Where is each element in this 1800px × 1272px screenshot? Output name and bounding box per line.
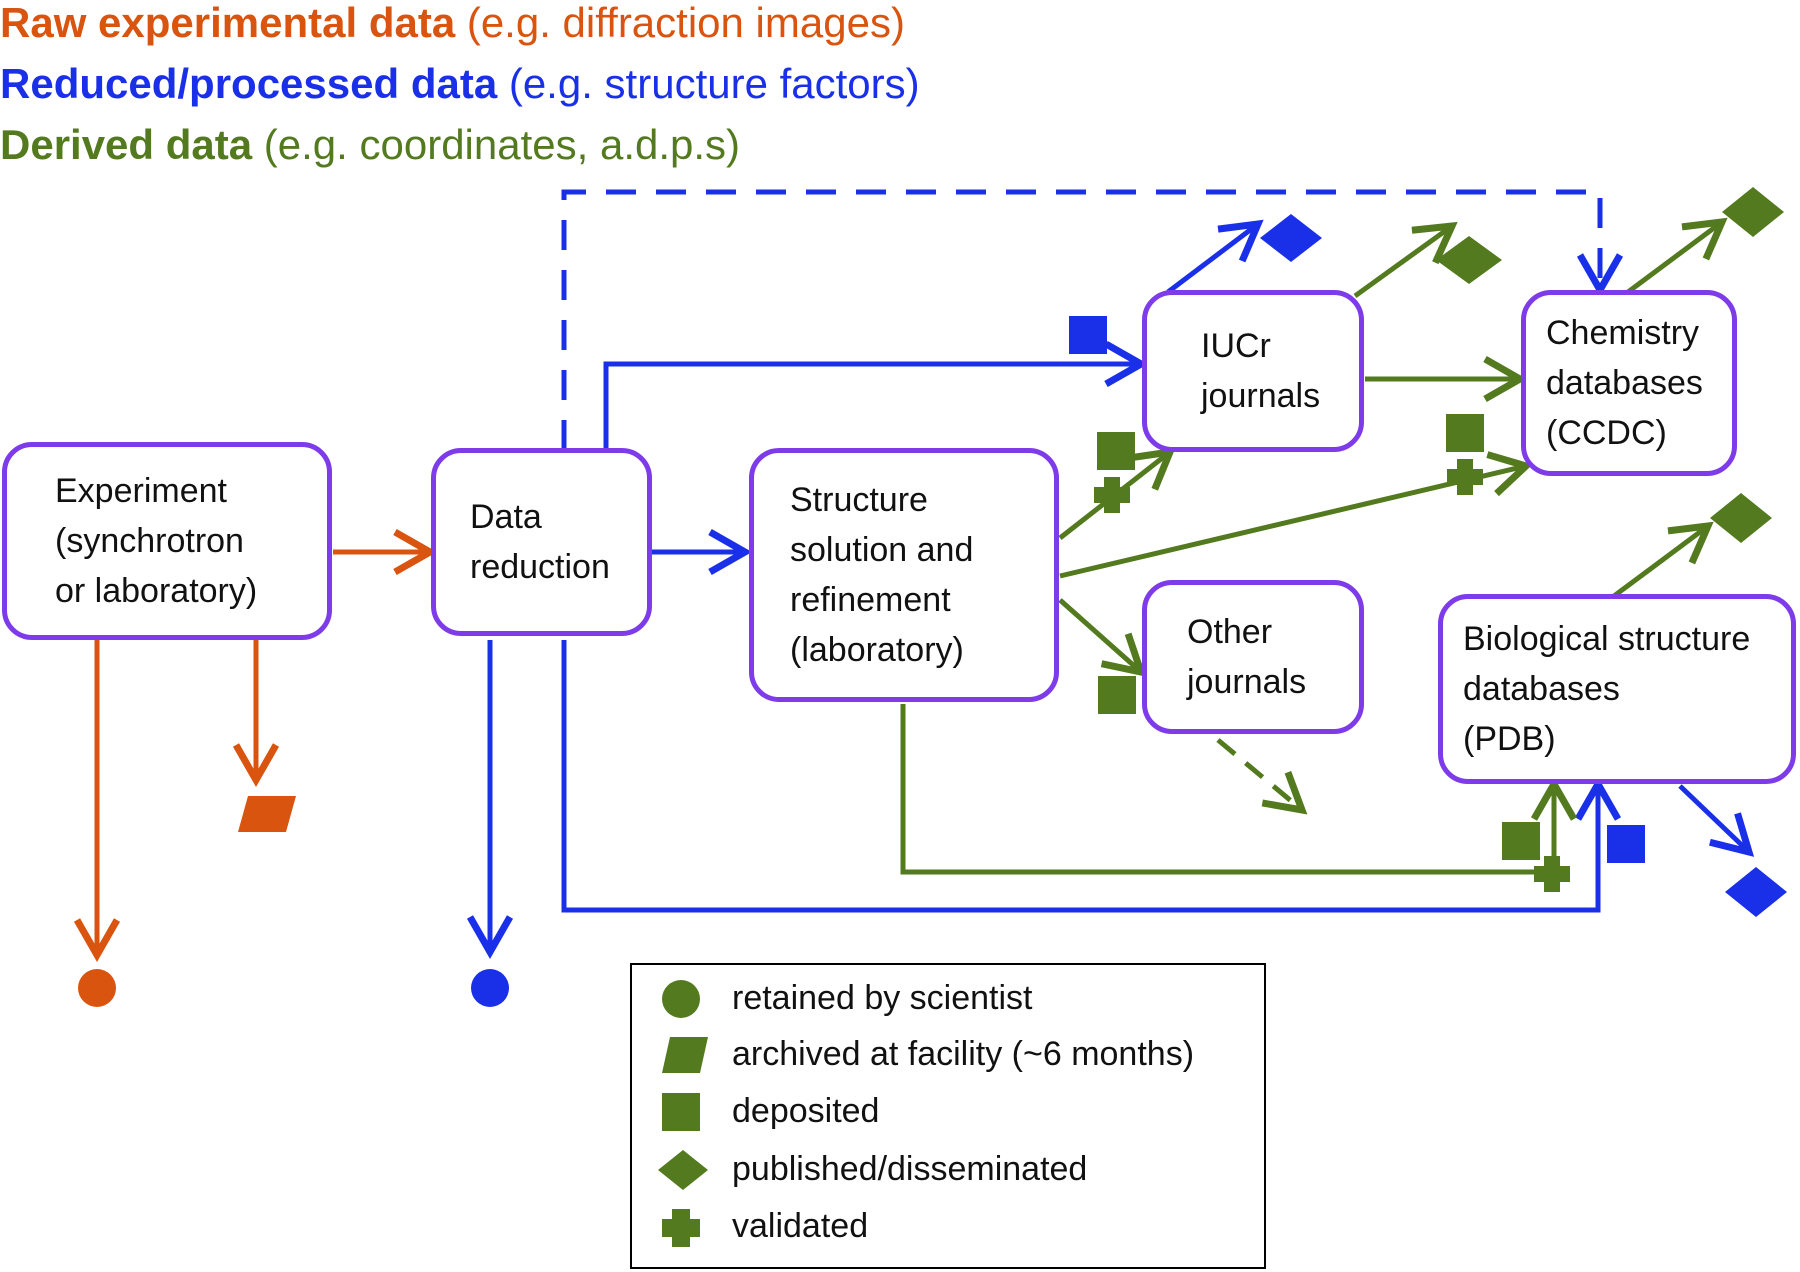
node-chemistry-databases-label: Chemistry databases (CCDC) xyxy=(1546,314,1703,452)
square-icon-green-bio-deposited xyxy=(1502,822,1540,860)
node-chemistry-databases: Chemistry databases (CCDC) xyxy=(1521,290,1737,476)
headline-reduced-rest: (e.g. structure factors) xyxy=(497,60,920,107)
node-data-reduction-label: Data reduction xyxy=(470,498,610,586)
legend: retained by scientist archived at facili… xyxy=(630,963,1266,1269)
node-biological-databases-label: Biological structure databases (PDB) xyxy=(1463,620,1751,758)
node-other-journals-label: Other journals xyxy=(1187,613,1307,701)
arrow-structure-to-bio-db xyxy=(900,704,1578,875)
diamond-icon xyxy=(658,1150,708,1190)
headline-raw-rest: (e.g. diffraction images) xyxy=(455,0,905,46)
legend-row-validated: validated xyxy=(632,1199,1264,1255)
headline-derived: Derived data (e.g. coordinates, a.d.p.s) xyxy=(0,124,740,166)
legend-label-archived: archived at facility (~6 months) xyxy=(732,1035,1195,1073)
node-iucr-journals-label: IUCr journals xyxy=(1201,327,1321,415)
parallelogram-icon-raw-archived xyxy=(238,796,296,832)
node-structure-refinement-label: Structure solution and refinement (labor… xyxy=(790,481,974,669)
arrow-reduction-to-iucr xyxy=(603,340,1149,450)
square-icon-green-chemistry-deposited xyxy=(1446,414,1484,452)
node-structure-refinement: Structure solution and refinement (labor… xyxy=(749,448,1059,702)
dashed-blue-line-reduction-to-chemistry xyxy=(561,189,1624,450)
headline-raw-strong: Raw experimental data xyxy=(0,0,456,46)
square-icon xyxy=(662,1093,700,1131)
legend-row-published: published/disseminated xyxy=(632,1142,1264,1198)
square-icon-blue-bio-deposited xyxy=(1607,825,1645,863)
legend-label-published: published/disseminated xyxy=(732,1150,1088,1188)
cross-icon-green-chemistry-validated xyxy=(1447,459,1483,495)
arrow-bio-db-to-published xyxy=(1678,784,1755,857)
square-icon-green-other-deposited xyxy=(1098,676,1136,714)
legend-label-validated: validated xyxy=(732,1207,869,1245)
headline-derived-strong: Derived data xyxy=(0,121,253,168)
node-iucr-journals: IUCr journals xyxy=(1142,290,1364,452)
node-biological-databases: Biological structure databases (PDB) xyxy=(1438,594,1796,784)
node-experiment: Experiment (synchrotron or laboratory) xyxy=(2,442,332,640)
arrow-iucr-to-published-green xyxy=(1353,221,1458,299)
circle-icon-reduced-retained xyxy=(471,969,509,1007)
arrow-reduction-to-bio-db xyxy=(561,640,1622,913)
diamond-icon-blue-bio-published xyxy=(1725,867,1787,917)
headline-reduced-strong: Reduced/processed data xyxy=(0,60,498,107)
diamond-icon-blue-iucr-published xyxy=(1260,214,1322,262)
legend-label-retained: retained by scientist xyxy=(732,979,1033,1017)
legend-row-deposited: deposited xyxy=(632,1084,1264,1140)
arrow-iucr-to-published xyxy=(1166,219,1264,294)
cross-icon-green-bio-validated xyxy=(1534,856,1570,892)
parallelogram-icon xyxy=(662,1037,708,1073)
square-icon-blue-iucr-deposited xyxy=(1069,316,1107,354)
headline-raw: Raw experimental data (e.g. diffraction … xyxy=(0,2,905,44)
cross-icon xyxy=(662,1209,700,1247)
node-data-reduction: Data reduction xyxy=(431,448,652,636)
legend-row-retained: retained by scientist xyxy=(632,971,1264,1027)
arrow-bio-db-to-published-green xyxy=(1612,521,1714,599)
diamond-icon-green-bio-published xyxy=(1710,493,1772,543)
square-icon-green-iucr-deposited xyxy=(1097,432,1135,470)
dashed-arrow-other-to-onward xyxy=(1216,738,1308,815)
diamond-icon-green-iucr-published xyxy=(1436,236,1502,284)
cross-icon-green-iucr-validated xyxy=(1094,477,1130,513)
node-other-journals: Other journals xyxy=(1142,580,1364,734)
diamond-icon-green-chemistry-published xyxy=(1722,187,1784,237)
headline-reduced: Reduced/processed data (e.g. structure f… xyxy=(0,63,920,105)
headline-derived-rest: (e.g. coordinates, a.d.p.s) xyxy=(252,121,741,168)
legend-label-deposited: deposited xyxy=(732,1092,880,1130)
node-experiment-label: Experiment (synchrotron or laboratory) xyxy=(55,472,258,610)
arrow-chemistry-to-published xyxy=(1626,217,1728,295)
arrow-structure-to-other xyxy=(1058,598,1147,677)
legend-row-archived: archived at facility (~6 months) xyxy=(632,1027,1264,1083)
circle-icon-raw-retained xyxy=(78,969,116,1007)
circle-icon xyxy=(662,980,700,1018)
